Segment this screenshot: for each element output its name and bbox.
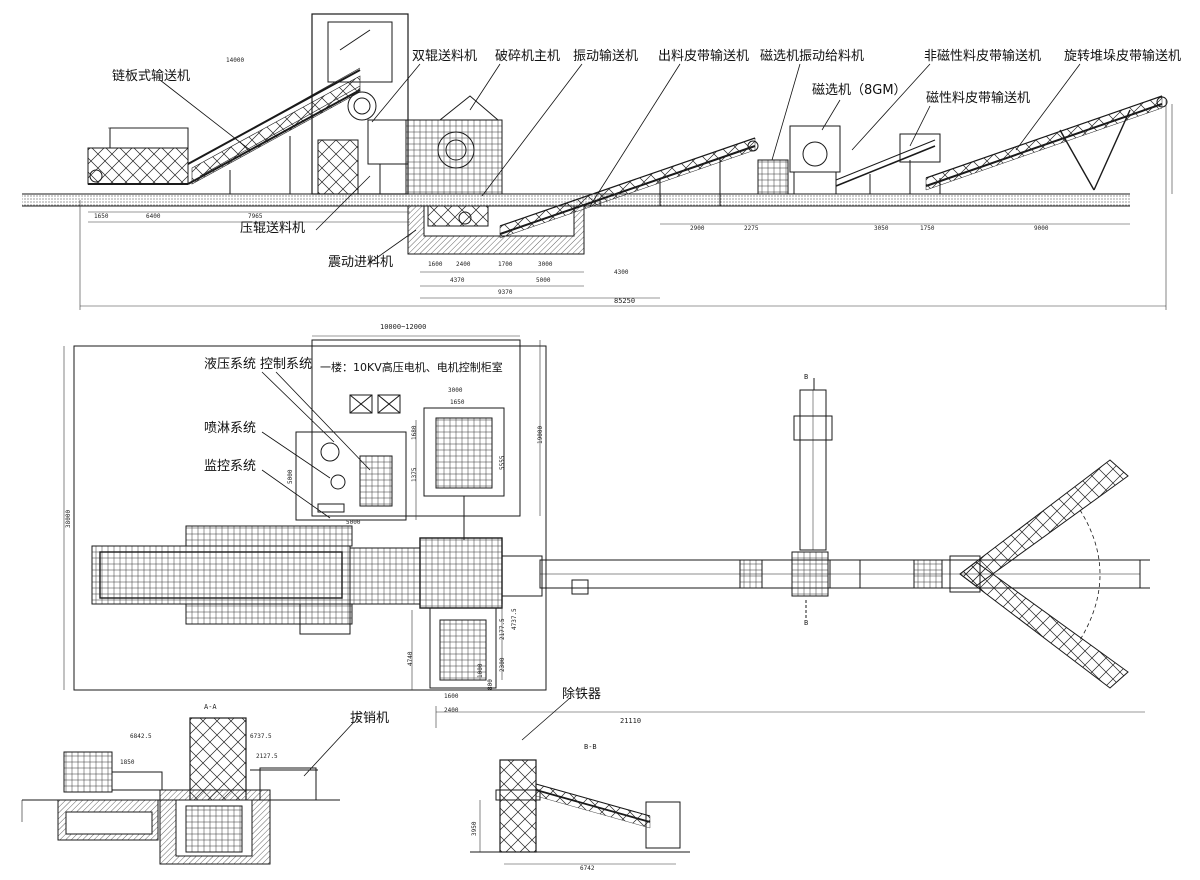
- dim-21110: 21110: [620, 717, 642, 725]
- dim-1375: 1375: [411, 467, 418, 482]
- section-label-b-bottom: B: [804, 619, 809, 627]
- chain-conveyor-plan: [91, 525, 353, 635]
- room-boxes: [349, 394, 401, 414]
- dim-2275: 2275: [744, 225, 759, 232]
- hydraulic-room: [295, 431, 407, 521]
- dim-4370: 4370: [450, 277, 465, 284]
- label-magnetic-belt: 磁性料皮带输送机: [926, 91, 1031, 106]
- dim-6737: 6737.5: [250, 733, 272, 740]
- dim-3050: 3050: [874, 225, 889, 232]
- crusher-plan: [349, 537, 543, 689]
- dim-1000: 1000: [477, 663, 484, 678]
- dim-9000: 9000: [1034, 225, 1049, 232]
- label-first-floor: 一楼：10KV高压电机、电机控制柜室: [320, 361, 503, 374]
- dim-6400: 6400: [146, 213, 161, 220]
- section-b-b: [470, 759, 690, 865]
- dim-38000: 38000: [65, 509, 72, 528]
- label-mag-vib-feeder: 磁选机振动给料机: [760, 49, 865, 64]
- dim-4740: 4740: [407, 651, 414, 666]
- dim-plan-5000: 5000: [346, 519, 361, 526]
- dim-800: 800: [487, 679, 494, 690]
- dim-1600: 1600: [428, 261, 443, 268]
- main-belt-plan: [539, 551, 1150, 597]
- dim-19000: 19000: [537, 425, 544, 444]
- label-vibrating-conveyor: 振动输送机: [573, 49, 639, 64]
- label-rotating-stacker: 旋转堆垛皮带输送机: [1064, 49, 1182, 64]
- label-magnetic-separator: 磁选机（8GM）: [812, 83, 907, 98]
- dim-3950: 3950: [471, 821, 478, 836]
- feeder-tower: [423, 407, 505, 540]
- label-spray-system: 喷淋系统: [204, 421, 257, 436]
- dim-2300: 2300: [499, 657, 506, 672]
- dim-plan-2400: 2400: [444, 707, 459, 714]
- dim-14000: 14000: [226, 57, 245, 64]
- dim-2177: 2177.5: [499, 618, 506, 640]
- dim-1680: 1680: [411, 425, 418, 440]
- label-vibrating-feeder: 震动进料机: [328, 255, 394, 270]
- section-label-bb: B-B: [584, 743, 597, 751]
- label-double-roller-feeder: 双辊送料机: [412, 49, 478, 64]
- dim-9370: 9370: [498, 289, 513, 296]
- section-a-a: [21, 717, 340, 865]
- label-chain-plate-conveyor: 链板式输送机: [112, 69, 191, 84]
- discharge-belt-conveyor: [499, 137, 759, 239]
- section-label-aa: A-A: [204, 703, 217, 711]
- vertical-belt-plan: [793, 378, 833, 620]
- dim-5000: 5000: [536, 277, 551, 284]
- magnetic-separator: [757, 125, 841, 195]
- elevation-view: [22, 13, 1173, 310]
- dim-6842: 6842.5: [130, 733, 152, 740]
- label-press-roller-feeder: 压辊送料机: [240, 221, 306, 236]
- dim-6742: 6742: [580, 865, 595, 872]
- dim-plan-3000: 3000: [448, 387, 463, 394]
- dim-1850: 1850: [120, 759, 135, 766]
- dim-1650: 1650: [94, 213, 109, 220]
- label-hydraulic-system: 液压系统: [204, 357, 257, 372]
- non-magnetic-belt: [835, 133, 941, 194]
- label-discharge-belt: 出料皮带输送机: [658, 49, 750, 64]
- dim-2400: 2400: [456, 261, 471, 268]
- plant-boundary: [73, 345, 547, 691]
- dim-10000-12000: 10000~12000: [380, 323, 427, 331]
- label-crusher-main: 破碎机主机: [495, 49, 561, 64]
- dim-4300: 4300: [614, 269, 629, 276]
- section-label-b-top: B: [804, 373, 809, 381]
- dim-4737: 4737.5: [511, 608, 518, 630]
- chain-plate-conveyor: [87, 67, 361, 194]
- plan-leaders: [261, 371, 571, 777]
- label-monitor-system: 监控系统: [204, 459, 257, 474]
- elevation-leaders: [159, 63, 1081, 265]
- dim-5555: 5555: [499, 455, 506, 470]
- label-control-system: 控制系统: [260, 357, 313, 372]
- dim-plan-5000-v: 5000: [287, 469, 294, 484]
- label-iron-remover: 除铁器: [562, 687, 602, 702]
- dim-7965: 7965: [248, 213, 263, 220]
- dim-3000: 3000: [538, 261, 553, 268]
- rotating-stacker-belt: [925, 95, 1168, 194]
- label-non-magnetic-belt: 非磁性料皮带输送机: [924, 49, 1042, 64]
- dim-plan-1600: 1600: [444, 693, 459, 700]
- crusher-building: [311, 13, 409, 195]
- stacker-fan-plan: [959, 459, 1129, 689]
- dim-plan-1650: 1650: [450, 399, 465, 406]
- dim-2127: 2127.5: [256, 753, 278, 760]
- dim-2900: 2900: [690, 225, 705, 232]
- plan-view: [63, 335, 1150, 777]
- dim-1700: 1700: [498, 261, 513, 268]
- crusher-main: [367, 95, 503, 195]
- label-pin-puller: 拔销机: [350, 711, 390, 726]
- elevation-dimensions: [79, 100, 1173, 310]
- dim-top-total: 85250: [614, 297, 636, 305]
- dim-1750: 1750: [920, 225, 935, 232]
